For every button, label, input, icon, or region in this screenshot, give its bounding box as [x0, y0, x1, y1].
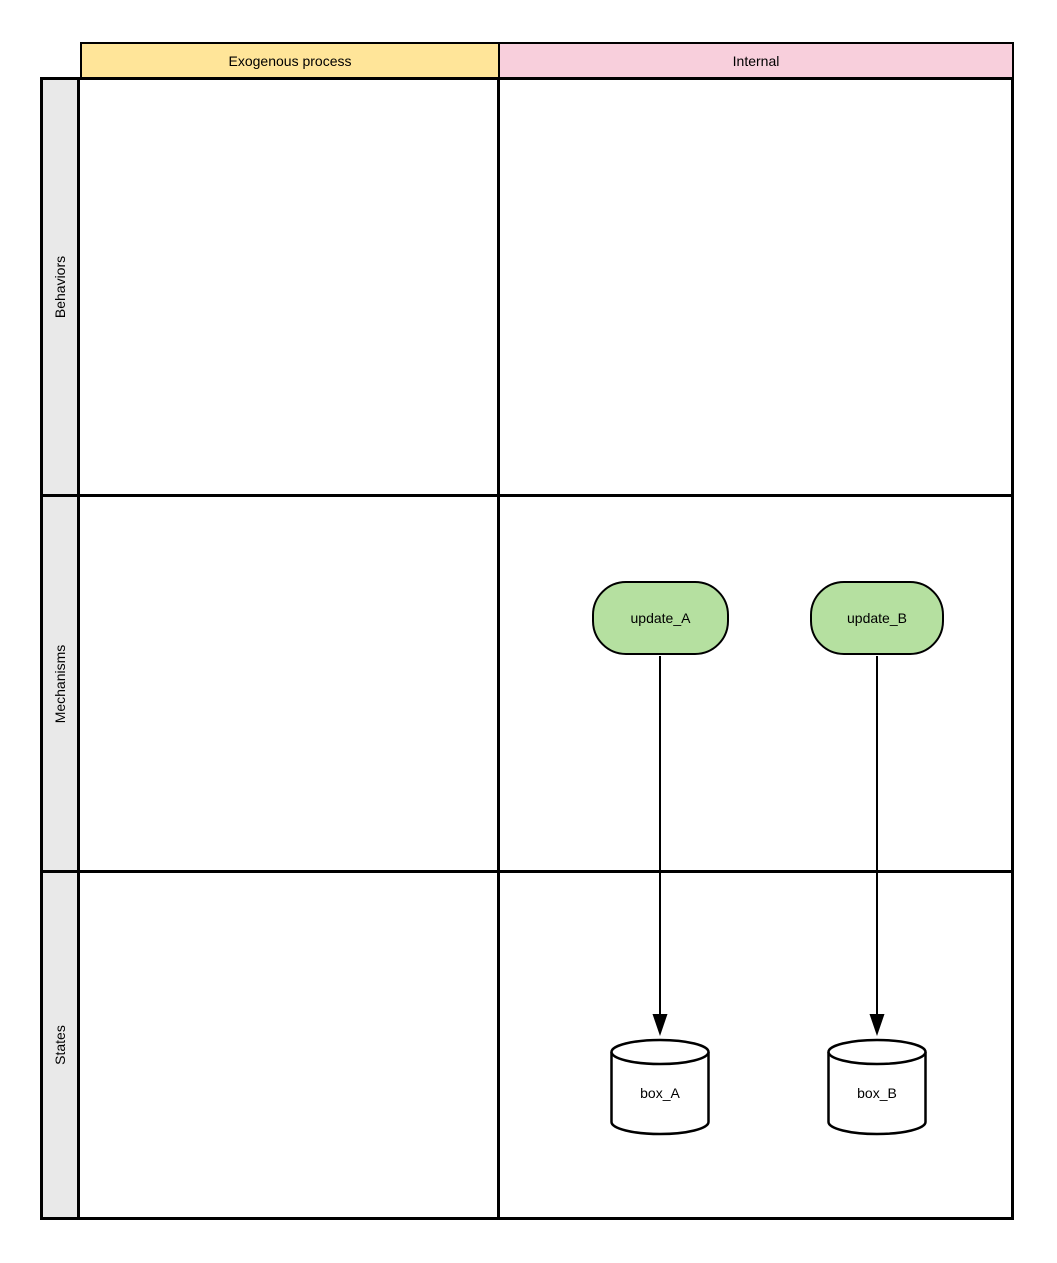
node-box-b-label: box_B	[857, 1085, 897, 1101]
cell-behaviors-internal	[500, 80, 1011, 497]
cell-mechanisms-exogenous	[80, 497, 500, 873]
column-header-exogenous-process-label: Exogenous process	[228, 52, 352, 69]
cell-mechanisms-internal	[500, 497, 1011, 873]
row-header-behaviors[interactable]: Behaviors	[43, 80, 80, 497]
column-header-internal-label: Internal	[732, 52, 780, 69]
cell-behaviors-exogenous	[80, 80, 500, 497]
column-header-internal[interactable]: Internal	[500, 42, 1014, 77]
node-update-a[interactable]: update_A	[592, 581, 729, 655]
node-box-a[interactable]: box_A	[610, 1038, 710, 1136]
node-box-b[interactable]: box_B	[827, 1038, 927, 1136]
row-header-mechanisms-label: Mechanisms	[52, 644, 68, 723]
node-update-a-label: update_A	[630, 610, 691, 626]
row-header-states-label: States	[52, 1025, 68, 1065]
node-box-a-label: box_A	[640, 1085, 680, 1101]
cell-states-exogenous	[80, 873, 500, 1217]
node-update-b-label: update_B	[847, 610, 907, 626]
node-update-b[interactable]: update_B	[810, 581, 944, 655]
column-header-exogenous-process[interactable]: Exogenous process	[80, 42, 500, 77]
row-header-behaviors-label: Behaviors	[52, 255, 68, 319]
matrix-grid: Behaviors Mechanisms States	[40, 77, 1014, 1220]
cell-states-internal	[500, 873, 1011, 1217]
row-header-states[interactable]: States	[43, 873, 80, 1217]
row-header-mechanisms[interactable]: Mechanisms	[43, 497, 80, 873]
